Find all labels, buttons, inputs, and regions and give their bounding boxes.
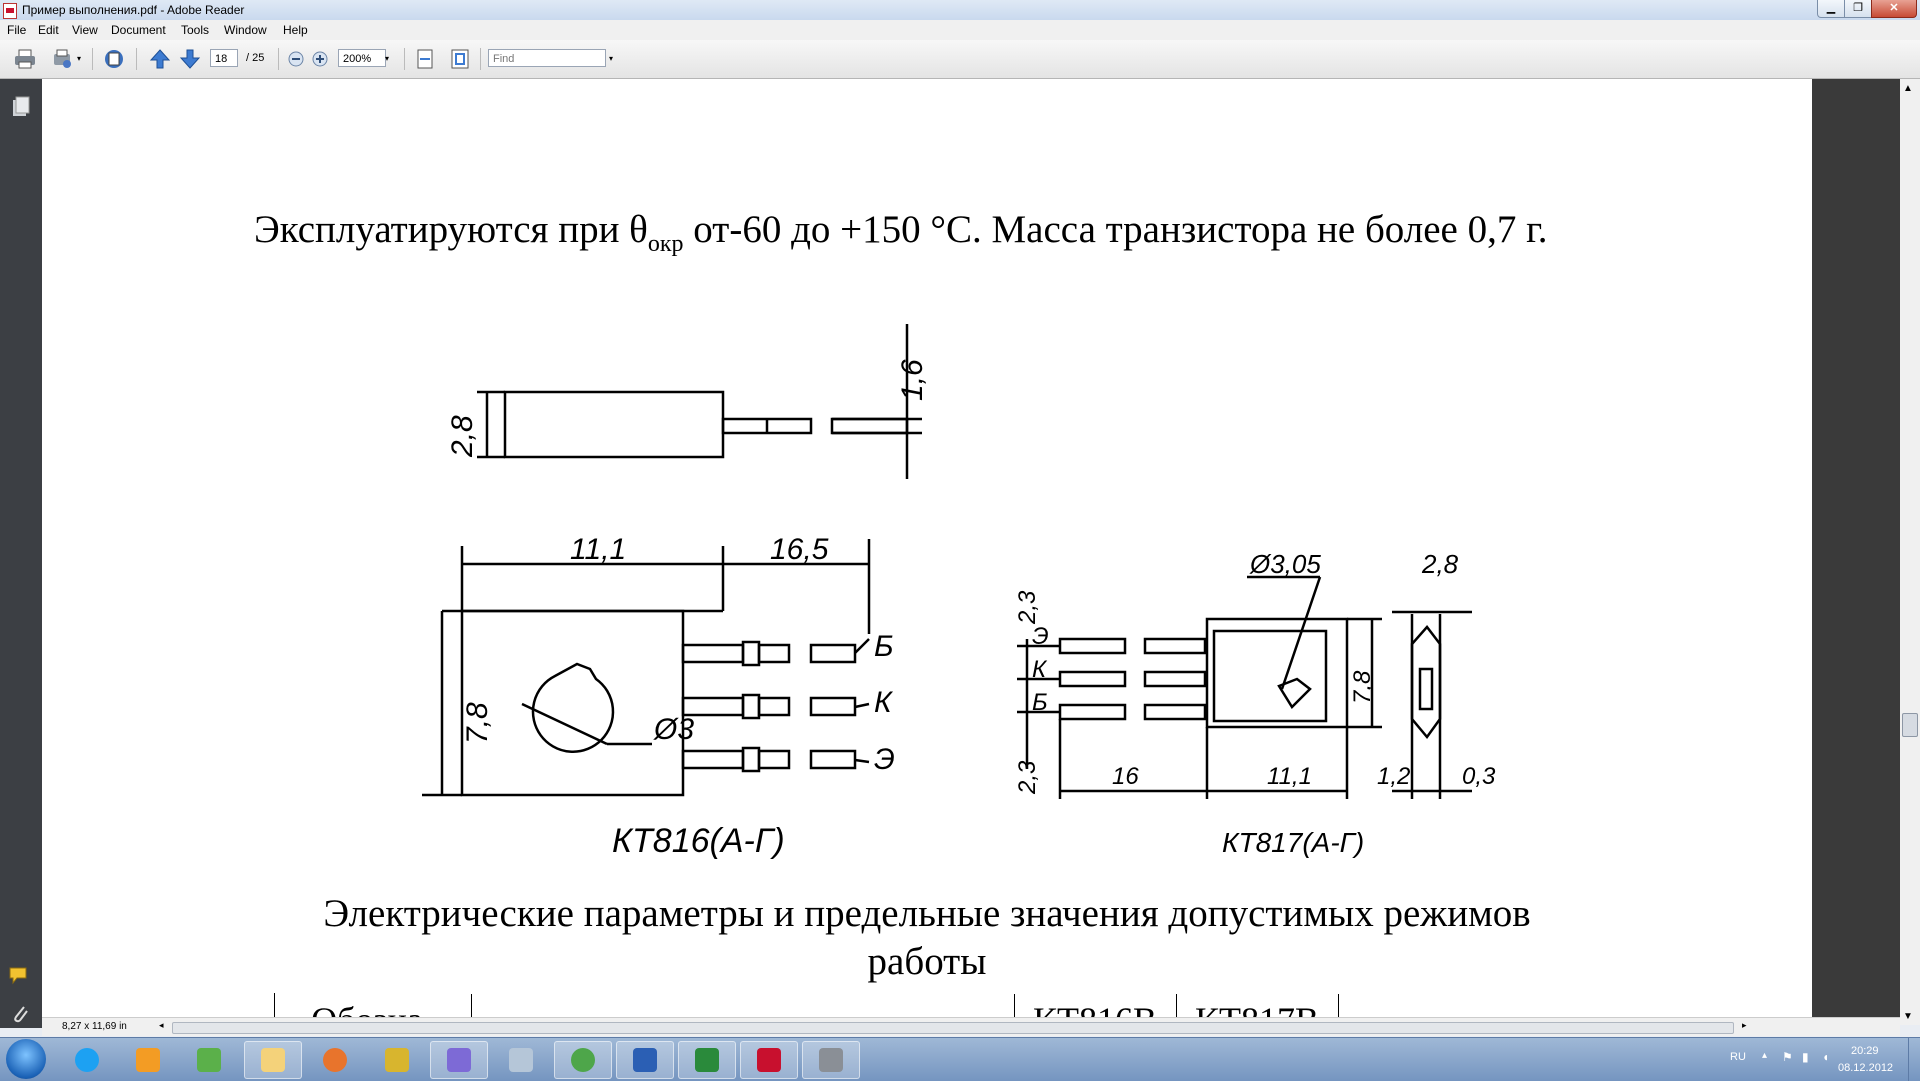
print-icon[interactable] (13, 48, 37, 70)
pdf-page: Эксплуатируются при θокр от-60 до +150 °… (42, 79, 1812, 1025)
pin-k-label: К (874, 686, 894, 719)
zoom-out-icon[interactable] (284, 48, 308, 70)
document-viewer[interactable]: Эксплуатируются при θокр от-60 до +150 °… (42, 79, 1920, 1025)
pin-e-label: Э (874, 743, 895, 776)
pages-icon[interactable] (10, 96, 30, 118)
params-title: Электрические параметры и предельные зна… (323, 892, 1531, 983)
horizontal-scrollbar[interactable] (172, 1022, 1734, 1034)
menu-tools[interactable]: Tools (181, 23, 210, 37)
taskbar-calculator[interactable] (492, 1041, 550, 1079)
table-header-cell (471, 994, 1015, 1025)
menu-file[interactable]: File (7, 23, 27, 37)
menu-document[interactable]: Document (111, 23, 166, 37)
taskbar-notes[interactable] (430, 1041, 488, 1079)
taskbar-adobe-reader[interactable] (740, 1041, 798, 1079)
kt817-body (1205, 617, 1349, 729)
taskbar: RU ▴ ⚑ ▮ ◖ 20:29 08.12.2012 (0, 1037, 1920, 1081)
dim-2-3-bottom: 2,3 (1014, 760, 1041, 795)
find-dropdown-icon[interactable]: ▾ (609, 54, 614, 63)
menu-view[interactable]: View (72, 23, 98, 37)
pdf-app-icon (3, 3, 17, 19)
kt817-pin-k: К (1032, 656, 1048, 683)
dim-1-6: 1,6 (896, 359, 929, 401)
pin-b-label: Б (874, 630, 894, 663)
show-desktop-button[interactable] (1908, 1038, 1920, 1081)
clock-time[interactable]: 20:29 (1851, 1045, 1879, 1057)
dim-2-8-side: 2,8 (446, 415, 479, 458)
side-view-body (503, 390, 725, 459)
dropdown-arrow-icon[interactable]: ▾ (77, 54, 82, 63)
close-button[interactable]: ✕ (1871, 0, 1917, 18)
fit-width-icon[interactable] (413, 48, 437, 70)
taskbar-word[interactable] (616, 1041, 674, 1079)
maximize-button[interactable]: ❐ (1844, 0, 1872, 18)
zoom-in-icon[interactable] (308, 48, 332, 70)
menu-help[interactable]: Help (283, 23, 308, 37)
zoom-dropdown-icon[interactable]: ▾ (385, 54, 390, 63)
next-page-icon[interactable] (178, 48, 202, 70)
flag-icon[interactable]: ⚑ (1782, 1050, 1793, 1064)
taskbar-skype[interactable] (58, 1041, 116, 1079)
menu-bar: File Edit View Document Tools Window Hel… (0, 20, 1920, 40)
scroll-right-icon[interactable]: ▸ (1742, 1020, 1747, 1030)
dim-16-5: 16,5 (770, 533, 829, 566)
comments-icon[interactable] (8, 965, 32, 987)
dim-2-8-kt817: 2,8 (1421, 549, 1459, 579)
toolbar: ▾ 18 / 25 200% ▾ Find ▾ (0, 40, 1920, 79)
page-size-label: 8,27 x 11,69 in (62, 1021, 127, 1032)
dim-0-3: 0,3 (1462, 763, 1496, 790)
dim-11-1: 11,1 (570, 533, 626, 566)
scroll-up-icon[interactable]: ▲ (1903, 83, 1913, 94)
taskbar-firefox[interactable] (306, 1041, 364, 1079)
operating-conditions-text: Эксплуатируются при θокр от-60 до +150 °… (254, 208, 1548, 257)
clock-date[interactable]: 08.12.2012 (1838, 1062, 1894, 1074)
taskbar-utorrent[interactable] (554, 1041, 612, 1079)
tray-up-icon[interactable]: ▴ (1762, 1050, 1768, 1061)
caption-kt817: КТ817(А-Г) (1222, 827, 1364, 858)
minimize-button[interactable]: ▁ (1817, 0, 1845, 18)
dim-1-2: 1,2 (1377, 763, 1410, 790)
window-title: Пример выполнения.pdf - Adobe Reader (22, 3, 245, 17)
taskbar-media-player[interactable] (119, 1041, 177, 1079)
navigation-pane (0, 79, 42, 1028)
scroll-thumb[interactable] (1902, 713, 1918, 737)
taskbar-excel[interactable] (678, 1041, 736, 1079)
kt817-pin-b: Б (1032, 689, 1048, 716)
volume-icon[interactable]: ◖ (1822, 1050, 1830, 1064)
transistor-drawing: 2,8 1,6 11,1 16,5 7,8 Ø3 Б К Э КТ816(А-Г… (422, 324, 1496, 860)
share-print-icon[interactable] (50, 48, 74, 70)
dim-16: 16 (1112, 763, 1139, 790)
scroll-left-icon[interactable]: ◂ (159, 1020, 164, 1030)
vertical-scrollbar[interactable]: ▲ ▼ (1900, 79, 1920, 1025)
network-icon[interactable]: ▮ (1802, 1050, 1809, 1064)
front-view-body (460, 609, 685, 797)
dim-11-1-kt817: 11,1 (1267, 763, 1312, 790)
kt817-pin-e: Э (1032, 623, 1049, 650)
language-indicator[interactable]: RU (1730, 1051, 1746, 1063)
collaborate-icon[interactable] (102, 48, 126, 70)
fit-page-icon[interactable] (448, 48, 472, 70)
taskbar-app[interactable] (368, 1041, 426, 1079)
find-input[interactable]: Find (488, 49, 606, 67)
page-total: / 25 (246, 52, 265, 64)
menu-edit[interactable]: Edit (38, 23, 59, 37)
zoom-level-select[interactable]: 200% (338, 49, 386, 67)
dim-2-3-top: 2,3 (1014, 590, 1041, 625)
page-number-input[interactable]: 18 (210, 49, 238, 67)
dim-7-8-kt817: 7,8 (1349, 670, 1376, 704)
menu-window[interactable]: Window (224, 23, 267, 37)
taskbar-network[interactable] (180, 1041, 238, 1079)
title-bar: Пример выполнения.pdf - Adobe Reader ▁ ❐… (0, 0, 1920, 21)
previous-page-icon[interactable] (148, 48, 172, 70)
caption-kt816: КТ816(А-Г) (612, 822, 785, 860)
dim-d3-05: Ø3,05 (1249, 549, 1321, 579)
dim-7-8: 7,8 (461, 702, 494, 744)
scroll-down-icon[interactable]: ▼ (1903, 1011, 1913, 1022)
taskbar-explorer[interactable] (244, 1041, 302, 1079)
taskbar-app-2[interactable] (802, 1041, 860, 1079)
status-bar: 8,27 x 11,69 in ◂ ▸ (42, 1017, 1900, 1036)
start-button[interactable] (6, 1039, 46, 1079)
dim-d3: Ø3 (653, 713, 694, 746)
attachments-icon[interactable] (10, 1003, 30, 1025)
